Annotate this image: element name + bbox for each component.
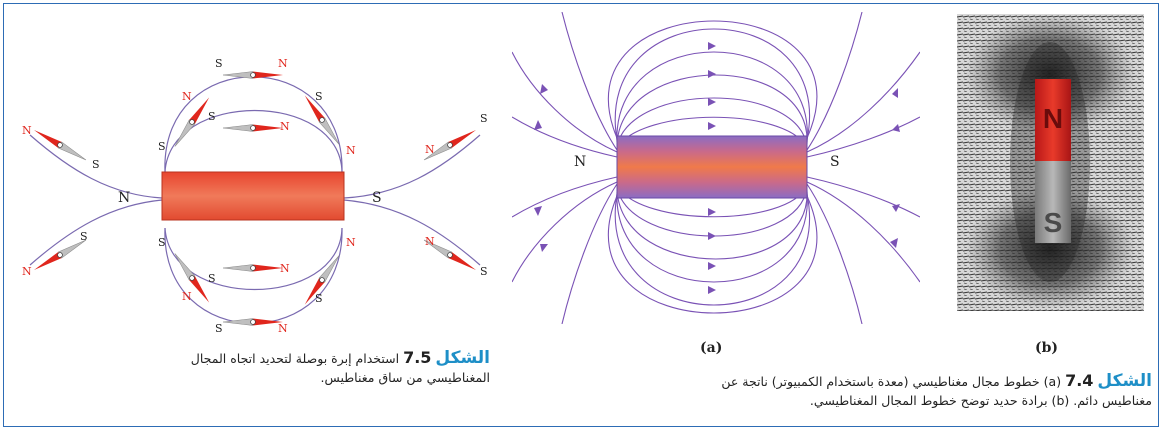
svg-text:S: S <box>158 236 166 249</box>
caption-label: الشكل <box>435 348 490 368</box>
photo-n-letter: N <box>1043 103 1063 134</box>
field-bar-magnet <box>617 136 807 198</box>
field-lines-diagram: N S <box>512 12 920 324</box>
caption-figure-7-4: الشكل 7.4 (a) خطوط مجال مغناطيسي (معدة ب… <box>540 371 1152 410</box>
svg-text:N: N <box>280 120 290 133</box>
svg-text:S: S <box>480 265 488 278</box>
svg-text:S: S <box>315 292 323 305</box>
sublabel-b: (b) <box>1035 340 1058 356</box>
svg-text:S: S <box>80 230 88 243</box>
caption-number: 7.5 <box>403 348 431 367</box>
svg-text:N: N <box>278 57 288 70</box>
svg-text:N: N <box>346 236 356 249</box>
svg-text:S: S <box>215 57 223 70</box>
caption-part-a: (a) <box>1044 374 1061 389</box>
caption-line: خطوط مجال مغناطيسي (معدة باستخدام الكمبي… <box>721 374 1039 389</box>
svg-text:S: S <box>480 112 488 125</box>
field-n-label: N <box>574 154 586 170</box>
svg-text:N: N <box>22 265 32 278</box>
svg-text:N: N <box>182 90 192 103</box>
caption-figure-7-5: الشكل 7.5 استخدام إبرة بوصلة لتحديد اتجا… <box>20 348 490 387</box>
magnet-n-label: N <box>118 190 130 206</box>
caption-label: الشكل <box>1097 371 1152 391</box>
iron-filings-photo: N S <box>957 14 1144 311</box>
svg-text:N: N <box>22 124 32 137</box>
compass-diagram: N S N S N S N S S N S N N S S N S N N S … <box>10 50 500 340</box>
caption-number: 7.4 <box>1065 371 1093 390</box>
sublabel-a: (a) <box>700 340 722 356</box>
svg-text:N: N <box>278 322 288 335</box>
magnet-s-label: S <box>372 190 382 206</box>
svg-text:S: S <box>315 90 323 103</box>
caption-part-b: (b) <box>1052 393 1070 408</box>
svg-text:N: N <box>425 143 435 156</box>
svg-text:N: N <box>346 144 356 157</box>
photo-s-letter: S <box>1044 207 1063 238</box>
caption-line: مغناطيس دائم. <box>1073 393 1152 408</box>
bar-magnet <box>162 172 344 220</box>
svg-text:N: N <box>280 262 290 275</box>
svg-text:S: S <box>208 110 216 123</box>
field-s-label: S <box>830 154 840 170</box>
svg-text:S: S <box>215 322 223 335</box>
svg-text:N: N <box>182 290 192 303</box>
svg-text:S: S <box>208 272 216 285</box>
svg-text:N: N <box>425 235 435 248</box>
caption-line: استخدام إبرة بوصلة لتحديد اتجاه المجال <box>191 351 399 366</box>
svg-text:S: S <box>158 140 166 153</box>
caption-line: برادة حديد توضح خطوط المجال المغناطيسي. <box>810 393 1048 408</box>
caption-line: المغناطيسي من ساق مغناطيس. <box>20 368 490 387</box>
svg-text:S: S <box>92 158 100 171</box>
